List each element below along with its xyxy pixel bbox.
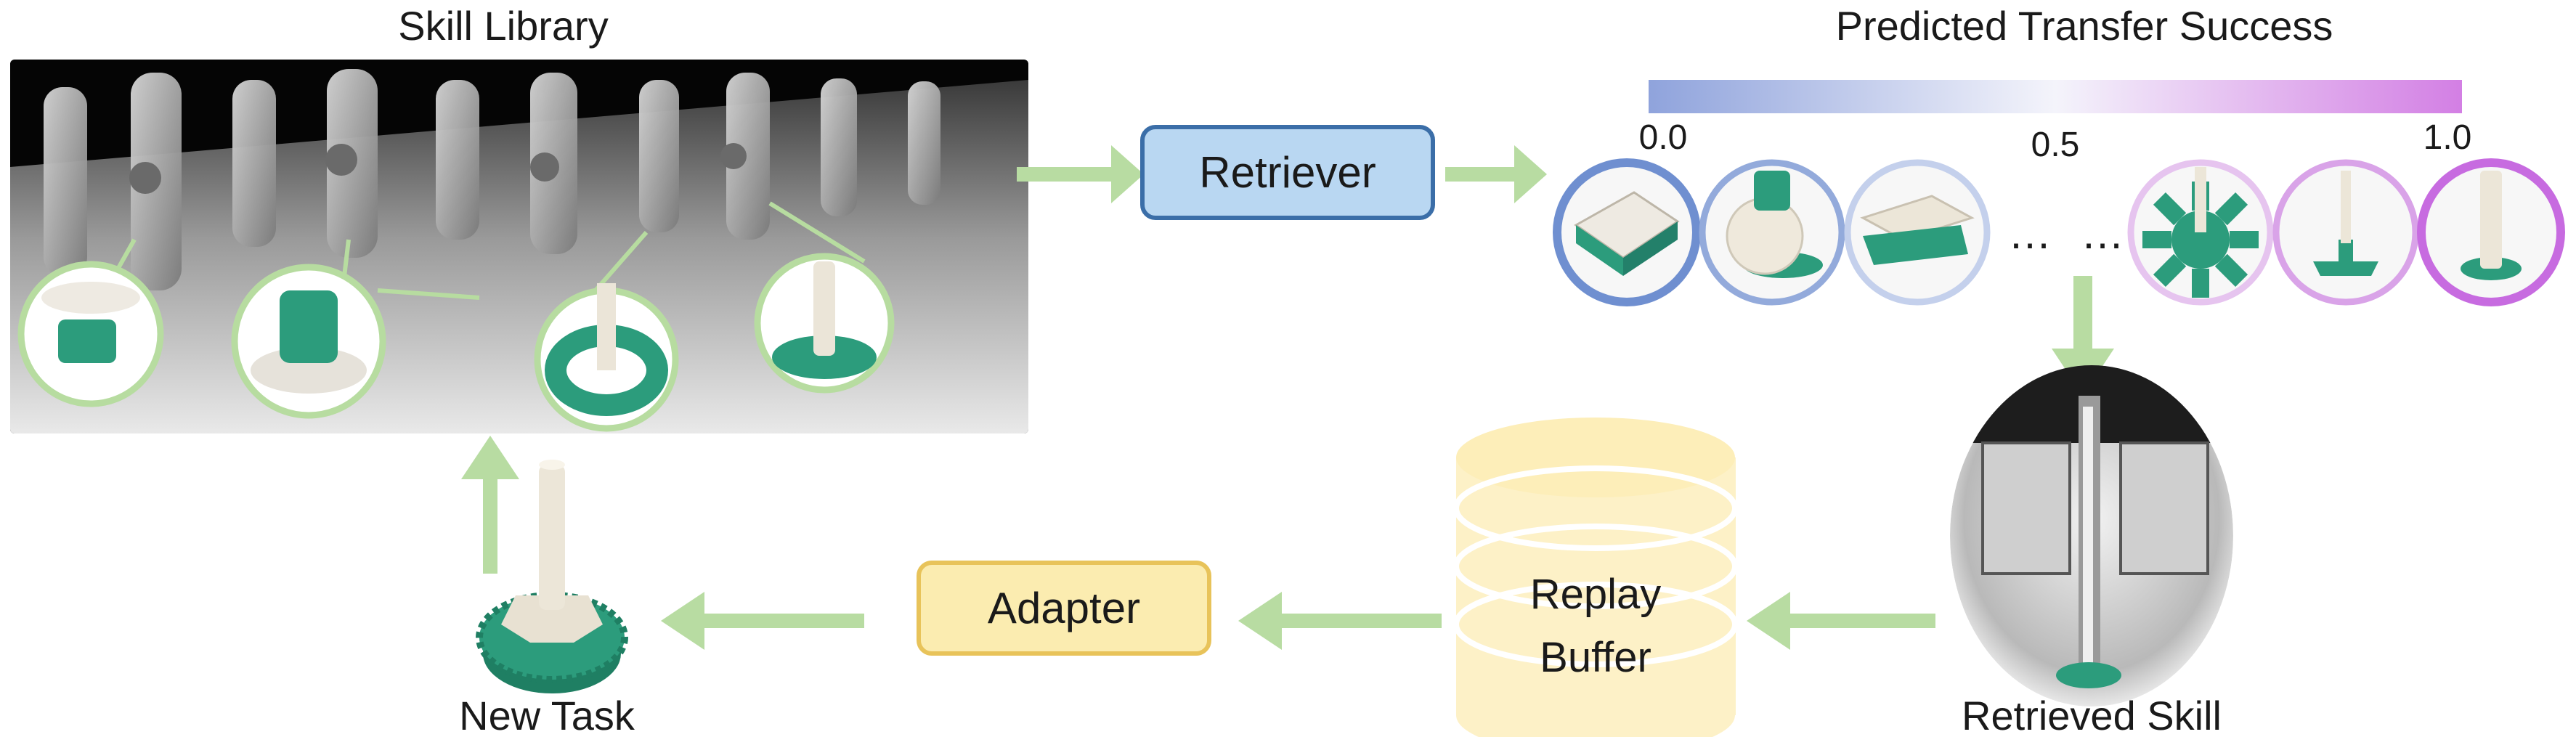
skill-library-title: Skill Library bbox=[398, 3, 608, 49]
library-zoom-circles bbox=[17, 201, 895, 432]
skill-circle-4 bbox=[2127, 159, 2274, 306]
colorbar-title: Predicted Transfer Success bbox=[1836, 3, 2333, 49]
arrow-retrieved-to-buffer bbox=[1747, 592, 1935, 650]
retriever-box bbox=[1140, 125, 1435, 220]
adapter-box bbox=[917, 561, 1211, 656]
colorbar-tick-0-5: 0.5 bbox=[2031, 126, 2080, 164]
peg-on-disk-icon bbox=[2461, 171, 2522, 280]
skill-circle-2 bbox=[1699, 159, 1845, 306]
new-task-label: New Task bbox=[459, 693, 635, 737]
arrow-retriever-to-candidates bbox=[1445, 145, 1547, 203]
arrow-new-task-to-library bbox=[461, 436, 519, 574]
skill-circle-3 bbox=[1844, 159, 1991, 306]
retrieved-skill-label: Retrieved Skill bbox=[1962, 693, 2222, 737]
skill-library-image bbox=[10, 60, 1028, 433]
skill-circle-5 bbox=[2272, 159, 2419, 306]
housing-box-icon bbox=[1574, 191, 1680, 276]
replay-buffer-label-line1: Replay bbox=[1530, 571, 1662, 618]
colorbar-ticks: 0.0 0.5 1.0 bbox=[1639, 118, 2472, 164]
adapter-label: Adapter bbox=[988, 584, 1140, 632]
ellipsis-left: … bbox=[2008, 209, 2052, 258]
arrow-buffer-to-adapter bbox=[1238, 592, 1442, 650]
new-task-object bbox=[476, 460, 628, 693]
arrow-library-to-retriever bbox=[1017, 145, 1144, 203]
spoked-gear-icon bbox=[2142, 167, 2259, 298]
ellipsis-right: … bbox=[2081, 209, 2124, 258]
arrow-adapter-to-new-task bbox=[661, 592, 864, 650]
colorbar-tick-1-0: 1.0 bbox=[2423, 118, 2472, 157]
colorbar bbox=[1649, 80, 2462, 113]
replay-buffer-cylinder bbox=[1453, 418, 1738, 737]
skill-circle-6 bbox=[2417, 158, 2565, 306]
round-knob-icon bbox=[1726, 171, 1823, 278]
bracket-icon bbox=[1860, 195, 1975, 265]
skill-circle-1 bbox=[1553, 158, 1701, 306]
replay-buffer-label-line2: Buffer bbox=[1540, 634, 1651, 681]
colorbar-tick-0-0: 0.0 bbox=[1639, 118, 1688, 157]
candidate-skill-circles bbox=[1553, 158, 2565, 306]
retriever-label: Retriever bbox=[1199, 148, 1376, 197]
peg-on-plate-icon bbox=[2313, 171, 2378, 276]
retrieved-skill-image bbox=[1950, 365, 2233, 707]
